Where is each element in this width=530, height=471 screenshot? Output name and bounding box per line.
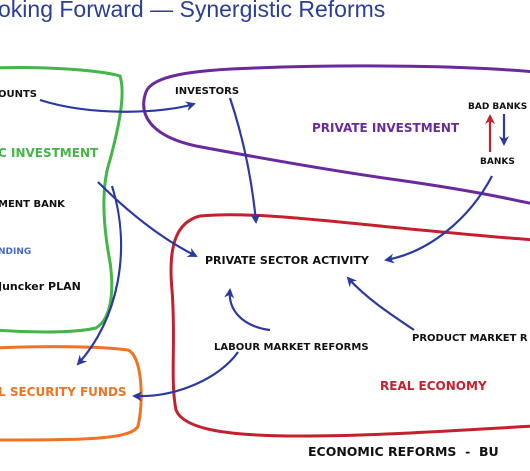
page-title: oking Forward — Synergistic Reforms — [0, 0, 386, 22]
private-investment-region — [142, 64, 530, 205]
label-social-security-funds: L SECURITY FUNDS — [0, 385, 127, 399]
label-economic-reforms: ECONOMIC REFORMS - BU — [308, 444, 499, 459]
real-economy-region — [169, 213, 530, 438]
label-investment-bank: MENT BANK — [0, 199, 66, 210]
arrow-product-to-private-sector — [346, 276, 415, 331]
label-private-investment: PRIVATE INVESTMENT — [312, 121, 460, 135]
arrow-labour-to-private-sector — [224, 288, 271, 332]
arrow-labour-to-social-security — [132, 351, 239, 402]
public-investment-region — [0, 65, 124, 334]
arrow-accounts-to-investors — [39, 98, 196, 113]
arrow-public-to-private-sector — [97, 181, 198, 257]
label-private-sector-activity: PRIVATE SECTOR ACTIVITY — [205, 254, 370, 267]
label-bad-banks: BAD BANKS — [468, 102, 527, 112]
label-product-market-reforms: PRODUCT MARKET R — [412, 333, 528, 344]
label-accounts: OUNTS — [0, 89, 37, 100]
label-banks: BANKS — [480, 157, 515, 167]
social-security-region — [0, 345, 143, 442]
arrow-banks-to-private-sector — [384, 175, 493, 264]
arrow-public-to-social-security — [76, 185, 123, 366]
label-investors: INVESTORS — [175, 86, 239, 97]
label-labour-market-reforms: LABOUR MARKET REFORMS — [214, 342, 369, 353]
label-real-economy: REAL ECONOMY — [380, 379, 487, 393]
label-public-investment: C INVESTMENT — [0, 146, 99, 160]
label-funding: NDING — [0, 247, 31, 257]
arrow-investors-to-private-sector — [228, 97, 261, 224]
label-juncker-plan: Juncker PLAN — [0, 280, 81, 293]
